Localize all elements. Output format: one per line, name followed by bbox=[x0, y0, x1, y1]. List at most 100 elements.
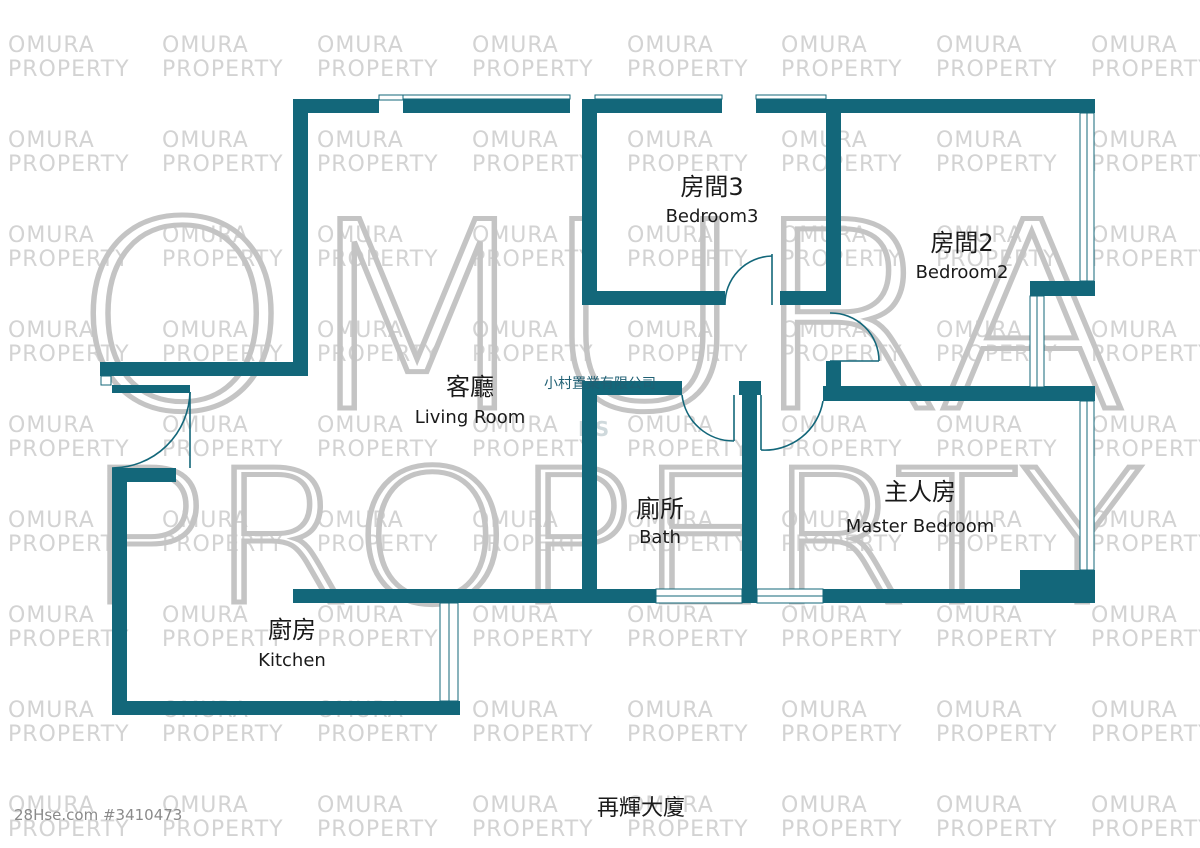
watermark-tile-line1: OMURA bbox=[936, 793, 1023, 818]
watermark-tile-line1: OMURA bbox=[936, 603, 1023, 628]
watermark-tile-line1: OMURA bbox=[781, 223, 868, 248]
watermark-tile-line1: OMURA bbox=[1091, 128, 1178, 153]
watermark-tile-line2: PROPERTY bbox=[1091, 342, 1200, 367]
watermark-tile-line2: PROPERTY bbox=[1091, 627, 1200, 652]
watermark-tile-line1: OMURA bbox=[162, 223, 249, 248]
watermark-tile-line2: PROPERTY bbox=[317, 722, 439, 747]
watermark-tile-line2: PROPERTY bbox=[317, 817, 439, 842]
watermark-tile-line2: PROPERTY bbox=[472, 627, 594, 652]
doors bbox=[111, 254, 880, 469]
company-name: 小村置業有限公司 bbox=[544, 376, 656, 392]
watermark-tile-line1: OMURA bbox=[627, 603, 714, 628]
room-bedroom2-zh: 房間2 bbox=[930, 229, 993, 257]
watermark-tile-line2: PROPERTY bbox=[627, 532, 749, 557]
watermark-tile-line1: OMURA bbox=[936, 318, 1023, 343]
watermark-tile-line2: PROPERTY bbox=[936, 57, 1058, 82]
watermark-tile-line2: PROPERTY bbox=[781, 152, 903, 177]
watermark-tile-line1: OMURA bbox=[1091, 793, 1178, 818]
watermark-tile-line1: OMURA bbox=[472, 698, 559, 723]
watermark-tile-line2: PROPERTY bbox=[1091, 722, 1200, 747]
watermark-tile-line2: PROPERTY bbox=[781, 247, 903, 272]
watermark-tile-line2: PROPERTY bbox=[162, 817, 284, 842]
watermark-tile-line1: OMURA bbox=[627, 413, 714, 438]
watermark-tile-line1: OMURA bbox=[8, 33, 95, 58]
watermark-tile-line1: OMURA bbox=[627, 318, 714, 343]
watermark-tile-line2: PROPERTY bbox=[472, 152, 594, 177]
watermark-tile-line1: OMURA bbox=[8, 508, 95, 533]
watermark-tile-line2: PROPERTY bbox=[936, 152, 1058, 177]
watermark-tile-line2: PROPERTY bbox=[162, 152, 284, 177]
watermark-tile-line2: PROPERTY bbox=[1091, 532, 1200, 557]
watermark-tile-line1: OMURA bbox=[936, 128, 1023, 153]
watermark-tile-line2: PROPERTY bbox=[627, 627, 749, 652]
watermark-tile-line2: PROPERTY bbox=[627, 342, 749, 367]
watermark-tile-line2: PROPERTY bbox=[936, 722, 1058, 747]
room-master-zh: 主人房 bbox=[884, 478, 956, 506]
watermark-tile-line1: OMURA bbox=[781, 33, 868, 58]
watermark-tile-line2: PROPERTY bbox=[472, 247, 594, 272]
watermark-tile-line1: OMURA bbox=[1091, 223, 1178, 248]
watermark-tile-line1: OMURA bbox=[8, 793, 95, 818]
room-bedroom2: 房間2 Bedroom2 bbox=[916, 229, 1009, 283]
building-name: 再輝大廈 bbox=[597, 796, 685, 821]
room-kitchen-en: Kitchen bbox=[258, 650, 326, 671]
watermark-tile-line1: OMURA bbox=[936, 508, 1023, 533]
watermark-tile-line2: PROPERTY bbox=[781, 57, 903, 82]
watermark-tile-line2: PROPERTY bbox=[472, 817, 594, 842]
watermark-tile-line2: PROPERTY bbox=[781, 817, 903, 842]
watermark-tile-line2: PROPERTY bbox=[162, 437, 284, 462]
watermark-tile-line1: OMURA bbox=[162, 793, 249, 818]
watermark-tile-line2: PROPERTY bbox=[1091, 247, 1200, 272]
watermark-tile-line1: OMURA bbox=[8, 413, 95, 438]
watermark-tile-line2: PROPERTY bbox=[8, 152, 130, 177]
watermark-tile-line2: PROPERTY bbox=[317, 532, 439, 557]
large-watermark-line1: OMURA bbox=[70, 168, 1130, 470]
watermark-tile-line2: PROPERTY bbox=[162, 722, 284, 747]
watermark-tile-line2: PROPERTY bbox=[627, 817, 749, 842]
watermark-tile-line1: OMURA bbox=[472, 413, 559, 438]
watermark-tile-line1: OMURA bbox=[317, 603, 404, 628]
watermark-tile-line2: PROPERTY bbox=[1091, 437, 1200, 462]
watermark-tile-line2: PROPERTY bbox=[936, 817, 1058, 842]
walls bbox=[100, 99, 1095, 715]
watermark-tile-line1: OMURA bbox=[1091, 603, 1178, 628]
large-watermark-line2: PROPERTY bbox=[85, 430, 1145, 646]
watermark-tile-line1: OMURA bbox=[317, 793, 404, 818]
room-master-en: Master Bedroom bbox=[846, 516, 995, 537]
watermark-tile-line1: OMURA bbox=[162, 33, 249, 58]
watermark-tile-line1: OMURA bbox=[1091, 698, 1178, 723]
watermark-tile-line2: PROPERTY bbox=[781, 627, 903, 652]
watermark-tile-line2: PROPERTY bbox=[472, 342, 594, 367]
watermark-tile-line1: OMURA bbox=[936, 33, 1023, 58]
watermark-tile-line2: PROPERTY bbox=[162, 247, 284, 272]
room-bedroom3: 房間3 Bedroom3 bbox=[666, 173, 759, 227]
watermark-tile-line2: PROPERTY bbox=[627, 247, 749, 272]
watermark-tile-line2: PROPERTY bbox=[936, 627, 1058, 652]
watermark-tile-line2: PROPERTY bbox=[781, 722, 903, 747]
watermark-tile-line1: OMURA bbox=[317, 128, 404, 153]
watermark-tile-line2: PROPERTY bbox=[472, 722, 594, 747]
watermark-tile-line2: PROPERTY bbox=[317, 152, 439, 177]
watermark-tile-line1: OMURA bbox=[317, 508, 404, 533]
watermark-tile-line1: OMURA bbox=[627, 223, 714, 248]
watermark-tile-line1: OMURA bbox=[472, 223, 559, 248]
watermark-tile-line2: PROPERTY bbox=[8, 817, 130, 842]
watermark-tile-line1: OMURA bbox=[8, 603, 95, 628]
watermark-tile-line2: PROPERTY bbox=[317, 627, 439, 652]
watermark-tile-line1: OMURA bbox=[781, 603, 868, 628]
watermark-tile-line2: PROPERTY bbox=[627, 57, 749, 82]
watermark-tile-line2: PROPERTY bbox=[936, 247, 1058, 272]
room-living: 客廳 Living Room bbox=[415, 373, 526, 428]
watermark-tile-line1: OMURA bbox=[472, 793, 559, 818]
watermark-tile-line2: PROPERTY bbox=[8, 627, 130, 652]
watermark-tile-line2: PROPERTY bbox=[1091, 57, 1200, 82]
watermark-tile-line2: PROPERTY bbox=[781, 532, 903, 557]
room-kitchen-zh: 廚房 bbox=[268, 616, 316, 644]
watermark-tile-line2: PROPERTY bbox=[472, 437, 594, 462]
watermark-tile-line2: PROPERTY bbox=[781, 342, 903, 367]
watermark-tile-line1: OMURA bbox=[781, 508, 868, 533]
watermark-tile-line2: PROPERTY bbox=[472, 57, 594, 82]
watermark-tile-line1: OMURA bbox=[627, 33, 714, 58]
watermark-tile-line2: PROPERTY bbox=[936, 532, 1058, 557]
